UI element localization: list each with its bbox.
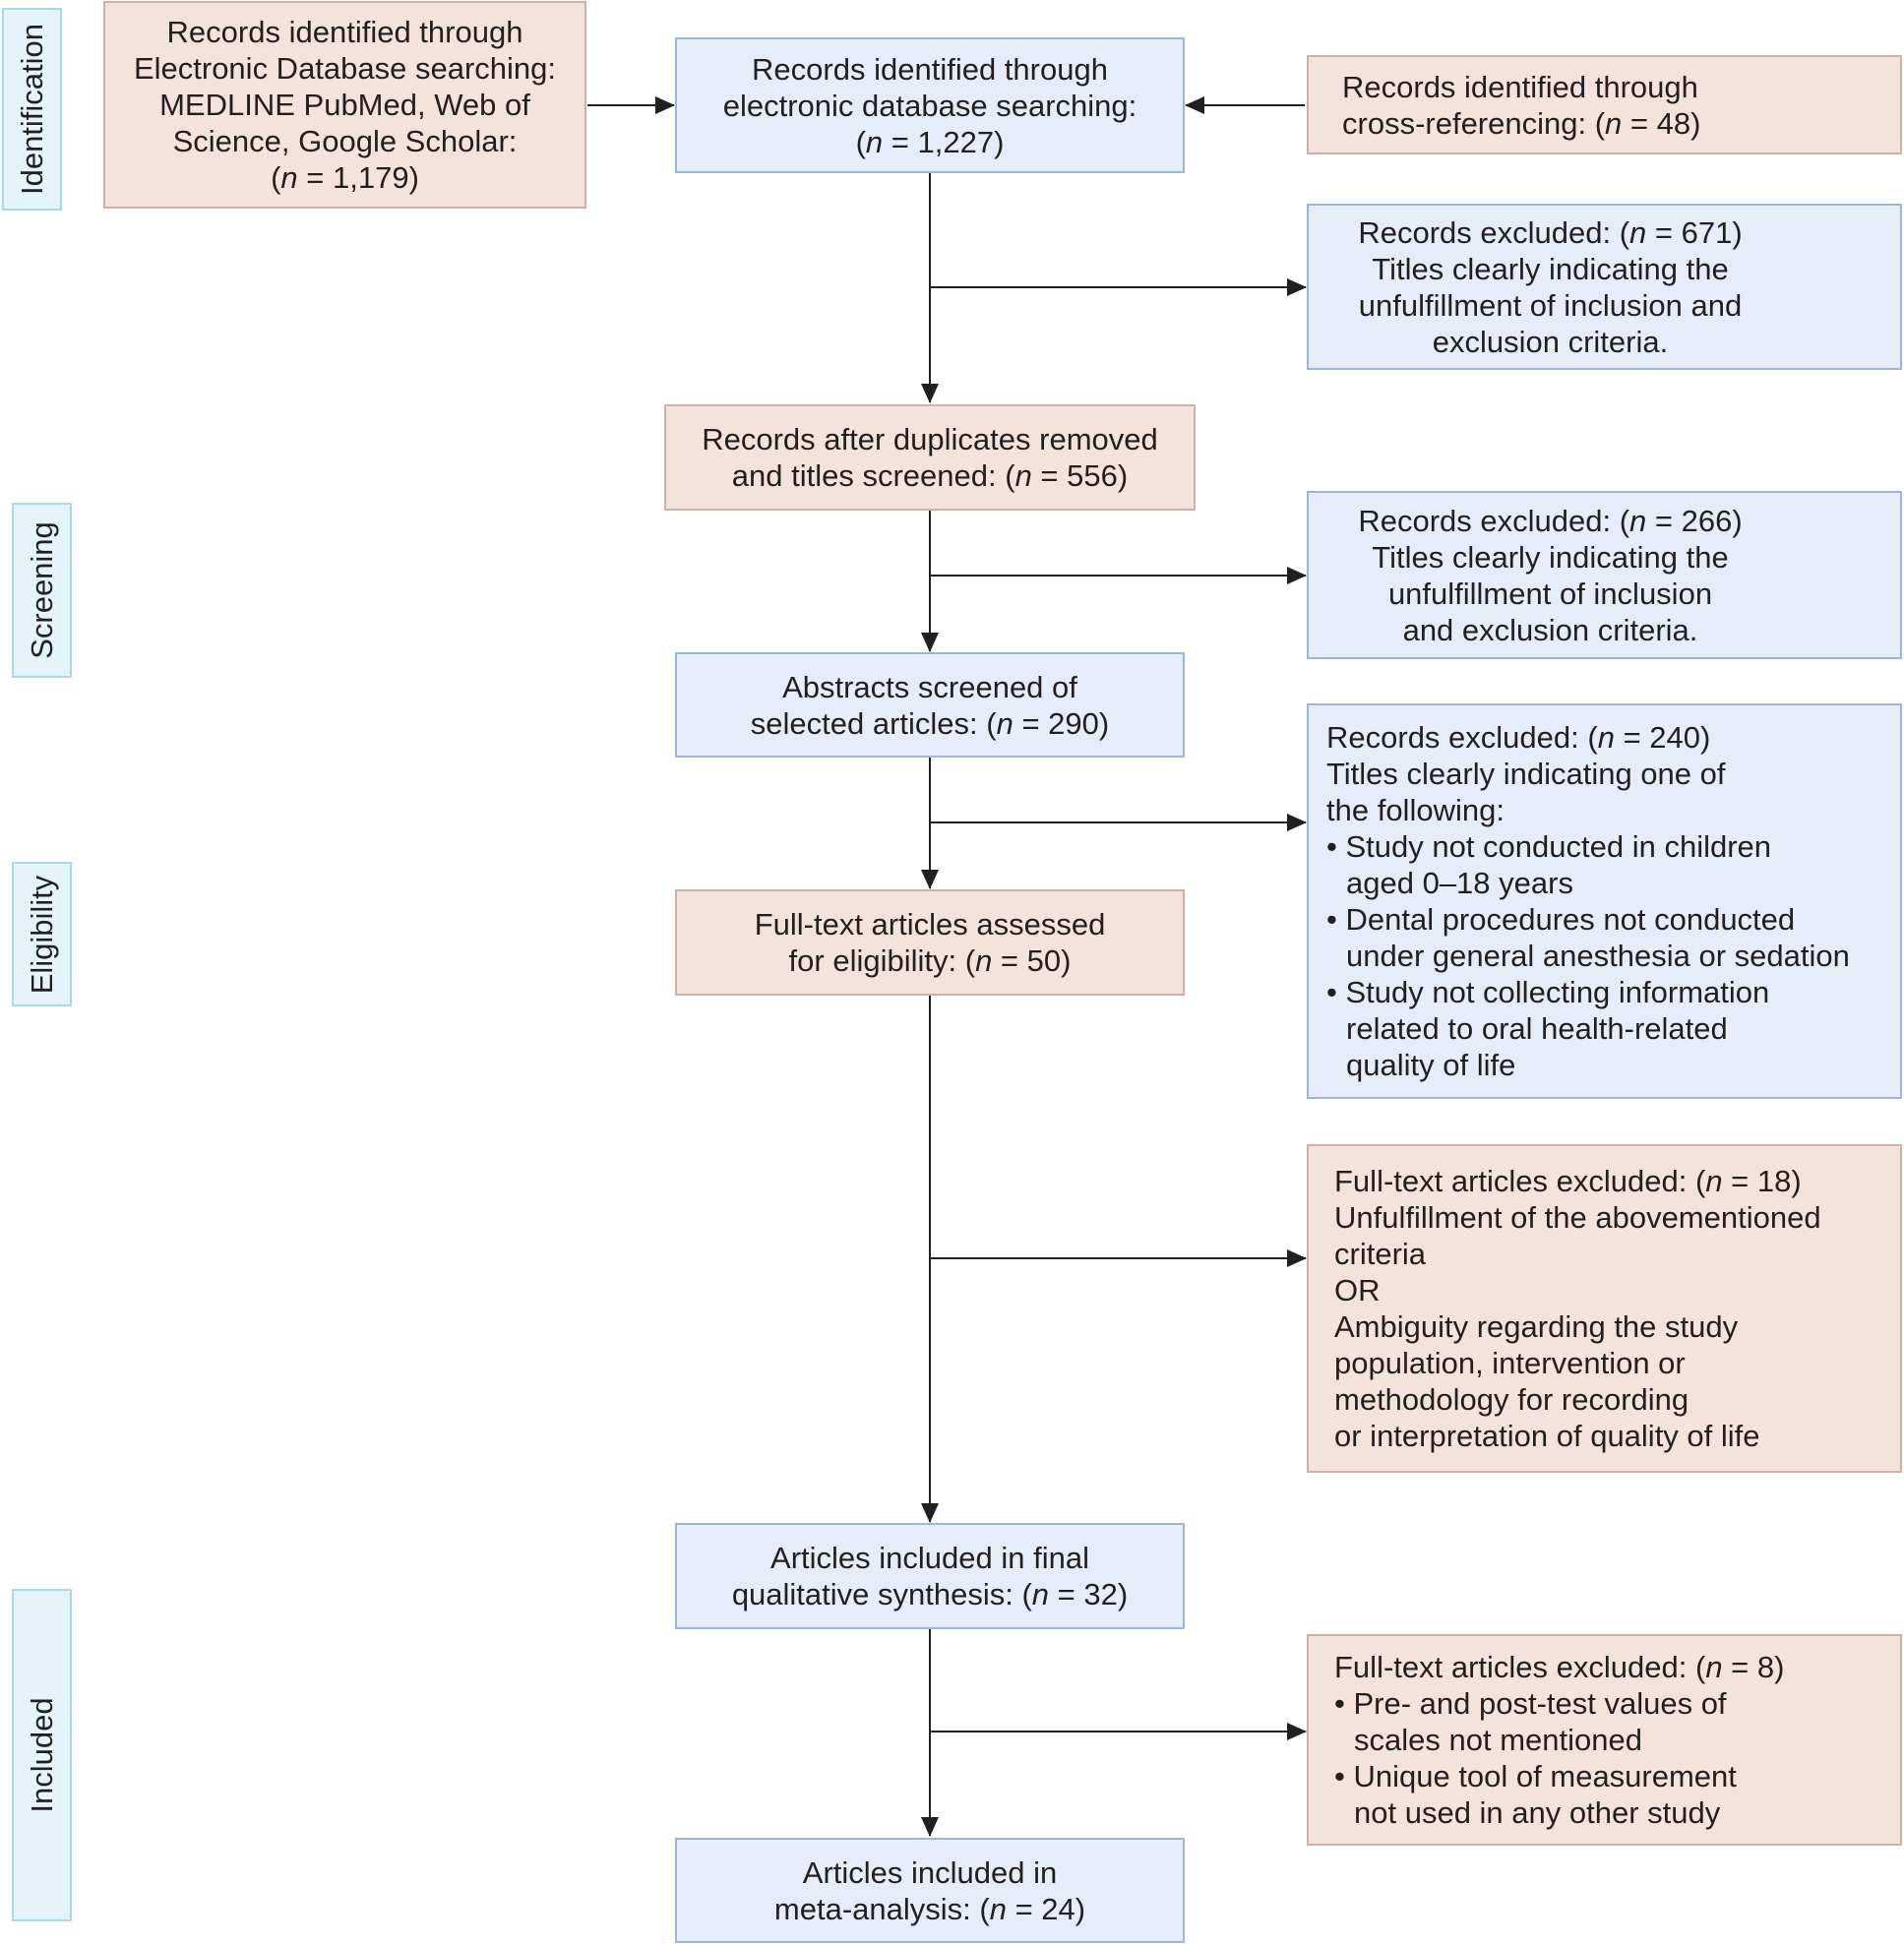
stage-screening-label: Screening <box>24 521 59 659</box>
box-text-line: under general anesthesia or sedation <box>1346 939 1850 973</box>
box-text-line: Full-text articles excluded: (n = 18) <box>1334 1164 1802 1198</box>
box-database-total: Records identified through electronic da… <box>675 37 1185 173</box>
box-text-line: Abstracts screened of <box>782 669 1077 704</box>
box-database-sources: Records identified through Electronic Da… <box>103 1 586 209</box>
stage-included: Included <box>12 1589 72 1921</box>
box-text-line: Science, Google Scholar: <box>172 124 518 158</box>
box-count: (n = 1,179) <box>271 160 419 195</box>
box-cross-referencing: Records identified through cross-referen… <box>1307 55 1902 154</box>
box-text-line: or interpretation of quality of life <box>1334 1419 1760 1453</box>
box-text-line: meta-analysis: (n = 24) <box>773 1891 1086 1926</box>
box-count: (n = 1,227) <box>855 124 1005 159</box>
box-bullet: • Unique tool of measurement <box>1334 1759 1737 1793</box>
stage-screening: Screening <box>12 503 72 678</box>
box-text-line: qualitative synthesis: (n = 32) <box>731 1577 1129 1611</box>
box-text-line: for eligibility: (n = 50) <box>788 943 1072 978</box>
box-text-line: Records excluded: (n = 266) <box>1358 503 1743 538</box>
stage-eligibility-label: Eligibility <box>24 875 59 994</box>
box-full-text-excluded-18: Full-text articles excluded: (n = 18) Un… <box>1307 1144 1902 1473</box>
box-text-line: cross-referencing: (n = 48) <box>1342 105 1701 141</box>
box-text-line: Records after duplicates removed <box>702 422 1158 456</box>
box-text-line: Records identified through <box>752 51 1108 87</box>
box-text-line: Full-text articles assessed <box>754 907 1106 942</box>
box-after-duplicates: Records after duplicates removed and tit… <box>664 404 1196 511</box>
box-full-text-assessed: Full-text articles assessed for eligibil… <box>675 889 1185 996</box>
box-text-line: Records identified through <box>1342 69 1698 104</box>
box-text-line: and titles screened: (n = 556) <box>731 458 1129 493</box>
box-text-line: quality of life <box>1346 1048 1516 1082</box>
box-text-line: Articles included in final <box>770 1541 1089 1575</box>
box-text-line: aged 0–18 years <box>1346 866 1573 900</box>
box-text-line: Records excluded: (n = 240) <box>1326 720 1711 755</box>
box-text-line: and exclusion criteria. <box>1402 612 1698 647</box>
stage-included-label: Included <box>24 1697 59 1813</box>
box-text-line: not used in any other study <box>1354 1795 1721 1830</box>
box-bullet: • Pre- and post-test values of <box>1334 1686 1727 1721</box>
box-text-line: unfulfillment of inclusion and <box>1358 287 1743 323</box>
box-text-line: the following: <box>1326 793 1505 827</box>
box-meta-analysis: Articles included in meta-analysis: (n =… <box>675 1838 1185 1943</box>
box-text-line: unfulfillment of inclusion <box>1387 576 1713 611</box>
box-text-line: Records excluded: (n = 671) <box>1358 214 1743 250</box>
stage-identification-label: Identification <box>14 23 49 196</box>
box-text-line: Electronic Database searching: <box>133 51 557 86</box>
box-text-line: Unfulfillment of the abovementioned <box>1334 1200 1821 1235</box>
stage-eligibility: Eligibility <box>12 862 72 1006</box>
box-text-line: scales not mentioned <box>1354 1723 1642 1757</box>
box-text-line: methodology for recording <box>1334 1382 1689 1417</box>
box-bullet: • Study not collecting information <box>1326 975 1770 1009</box>
box-text-line: population, intervention or <box>1334 1346 1686 1380</box>
box-text-line: related to oral health-related <box>1346 1011 1728 1046</box>
box-text-line: Ambiguity regarding the study <box>1334 1309 1739 1344</box>
box-records-excluded-266: Records excluded: (n = 266) Titles clear… <box>1307 491 1902 659</box>
box-text-line: Titles clearly indicating the <box>1372 539 1729 575</box>
box-text-line: Records identified through <box>166 15 523 49</box>
box-text-line: Articles included in <box>802 1854 1058 1890</box>
box-text-line: OR <box>1334 1273 1381 1307</box>
box-full-text-excluded-8: Full-text articles excluded: (n = 8) • P… <box>1307 1634 1902 1846</box>
box-text-line: Titles clearly indicating the <box>1372 251 1729 286</box>
box-abstracts-screened: Abstracts screened of selected articles:… <box>675 652 1185 758</box>
box-qualitative-synthesis: Articles included in final qualitative s… <box>675 1523 1185 1629</box>
box-text-line: exclusion criteria. <box>1432 324 1669 359</box>
box-bullet: • Study not conducted in children <box>1326 829 1772 864</box>
box-text-line: selected articles: (n = 290) <box>750 705 1110 741</box>
box-text-line: MEDLINE PubMed, Web of <box>159 88 530 122</box>
stage-identification: Identification <box>2 8 62 211</box>
box-bullet: • Dental procedures not conducted <box>1326 902 1796 937</box>
box-text-line: electronic database searching: <box>722 88 1137 123</box>
box-text-line: criteria <box>1334 1237 1427 1271</box>
box-records-excluded-671: Records excluded: (n = 671) Titles clear… <box>1307 204 1902 370</box>
box-text-line: Full-text articles excluded: (n = 8) <box>1334 1650 1785 1684</box>
box-text-line: Titles clearly indicating one of <box>1326 757 1726 791</box>
box-records-excluded-240: Records excluded: (n = 240) Titles clear… <box>1307 703 1902 1099</box>
